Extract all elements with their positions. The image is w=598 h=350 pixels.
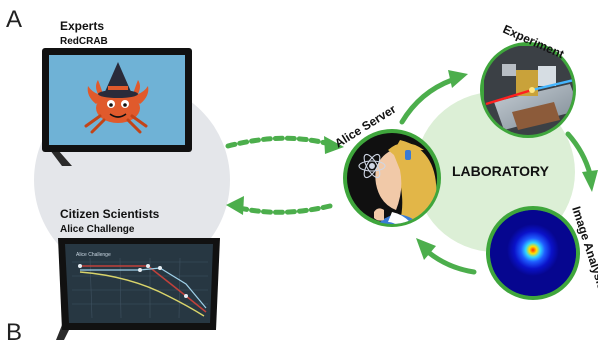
atom-icon bbox=[358, 153, 386, 179]
arrow-alice-to-experiment-head bbox=[448, 70, 468, 88]
arrow-to-alice-server-head bbox=[324, 136, 344, 154]
image-analysis-node bbox=[486, 206, 580, 300]
citizens-title: Citizen Scientists bbox=[60, 207, 160, 221]
panel-label-b: B bbox=[6, 319, 22, 345]
laboratory-label: LABORATORY bbox=[452, 163, 550, 179]
crab-mascot-icon bbox=[84, 62, 149, 134]
experts-title: Experts bbox=[60, 19, 104, 33]
alice-server-node bbox=[343, 129, 441, 227]
arrow-from-alice-server-head bbox=[226, 196, 244, 215]
atom-cloud-image-icon bbox=[490, 210, 576, 296]
arrow-alice-to-experiment bbox=[399, 77, 455, 125]
experts-subtitle: RedCRAB bbox=[60, 36, 108, 47]
citizens-tablet: Alice Challenge bbox=[56, 238, 220, 340]
game-curve-yellow bbox=[79, 271, 205, 317]
arrow-from-alice-server bbox=[237, 203, 333, 215]
arrow-experiment-to-analysis-head bbox=[582, 170, 598, 192]
arrow-to-alice-server bbox=[225, 135, 333, 149]
arrow-analysis-to-alice-head bbox=[416, 238, 436, 260]
experts-tablet bbox=[42, 48, 192, 166]
citizens-subtitle: Alice Challenge bbox=[60, 224, 135, 235]
alice-challenge-screen-caption: Alice Challenge bbox=[76, 252, 111, 258]
arrow-analysis-to-alice bbox=[425, 249, 477, 275]
game-handles bbox=[78, 264, 188, 298]
experiment-node bbox=[480, 42, 576, 138]
arrow-experiment-to-analysis bbox=[565, 131, 593, 177]
game-grid bbox=[72, 257, 208, 319]
tablet-kickstand bbox=[50, 150, 72, 166]
experiment-apparatus-icon bbox=[484, 46, 573, 135]
game-curve-red bbox=[80, 265, 207, 313]
panel-label-a: A bbox=[6, 6, 22, 33]
